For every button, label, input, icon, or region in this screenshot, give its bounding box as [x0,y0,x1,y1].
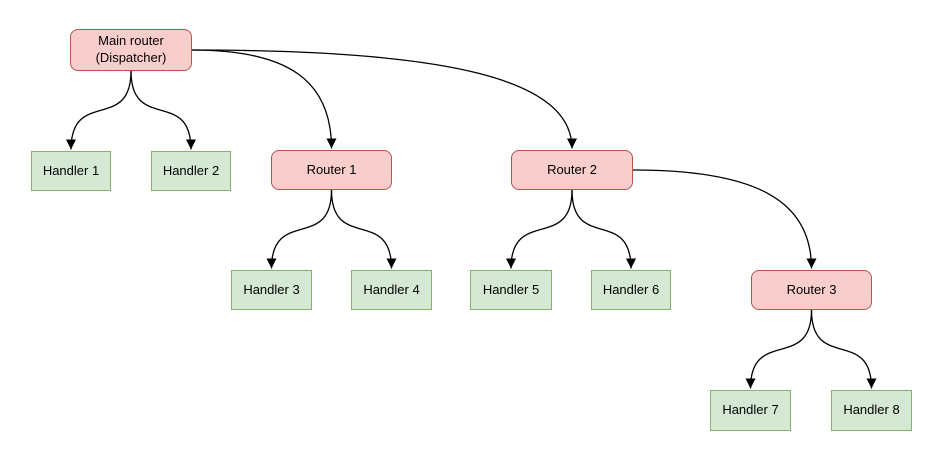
node-label: Router 1 [306,161,357,177]
node-handler8: Handler 8 [831,390,912,431]
node-label: Handler 5 [482,281,540,297]
node-label: Router 3 [786,281,837,297]
edge-router2-to-handler5 [506,189,573,269]
node-label: Router 2 [547,161,597,177]
node-handler6: Handler 6 [591,270,671,310]
node-router3: Router 3 [751,270,872,310]
edge-router2-to-handler6 [571,189,636,269]
edge-router1-to-handler4 [330,189,397,269]
node-handler2: Handler 2 [151,151,231,191]
edge-main-to-router1 [191,49,337,149]
node-handler1: Handler 1 [31,151,111,191]
node-handler5: Handler 5 [470,270,552,310]
node-handler7: Handler 7 [710,390,791,431]
edge-router3-to-handler8 [810,309,877,389]
edge-main-to-handler1 [66,70,132,150]
node-router1: Router 1 [271,150,392,190]
node-handler3: Handler 3 [231,270,312,310]
node-label: Handler 1 [42,162,100,178]
edge-main-to-handler2 [130,70,196,150]
node-router2: Router 2 [511,150,633,190]
node-label: Handler 6 [602,281,660,297]
node-main: Main router (Dispatcher) [70,29,192,71]
edge-main-to-router2 [191,49,577,149]
node-label: Handler 4 [363,281,420,297]
node-handler4: Handler 4 [351,270,432,310]
node-label: Main router (Dispatcher) [95,33,167,65]
edge-router2-to-router3 [632,169,817,269]
node-label: Handler 8 [843,402,900,418]
node-label: Handler 7 [722,402,779,418]
node-label: Handler 2 [162,162,220,178]
edge-router3-to-handler7 [745,309,813,389]
node-label: Handler 3 [243,281,300,297]
edge-router1-to-handler3 [266,189,333,269]
